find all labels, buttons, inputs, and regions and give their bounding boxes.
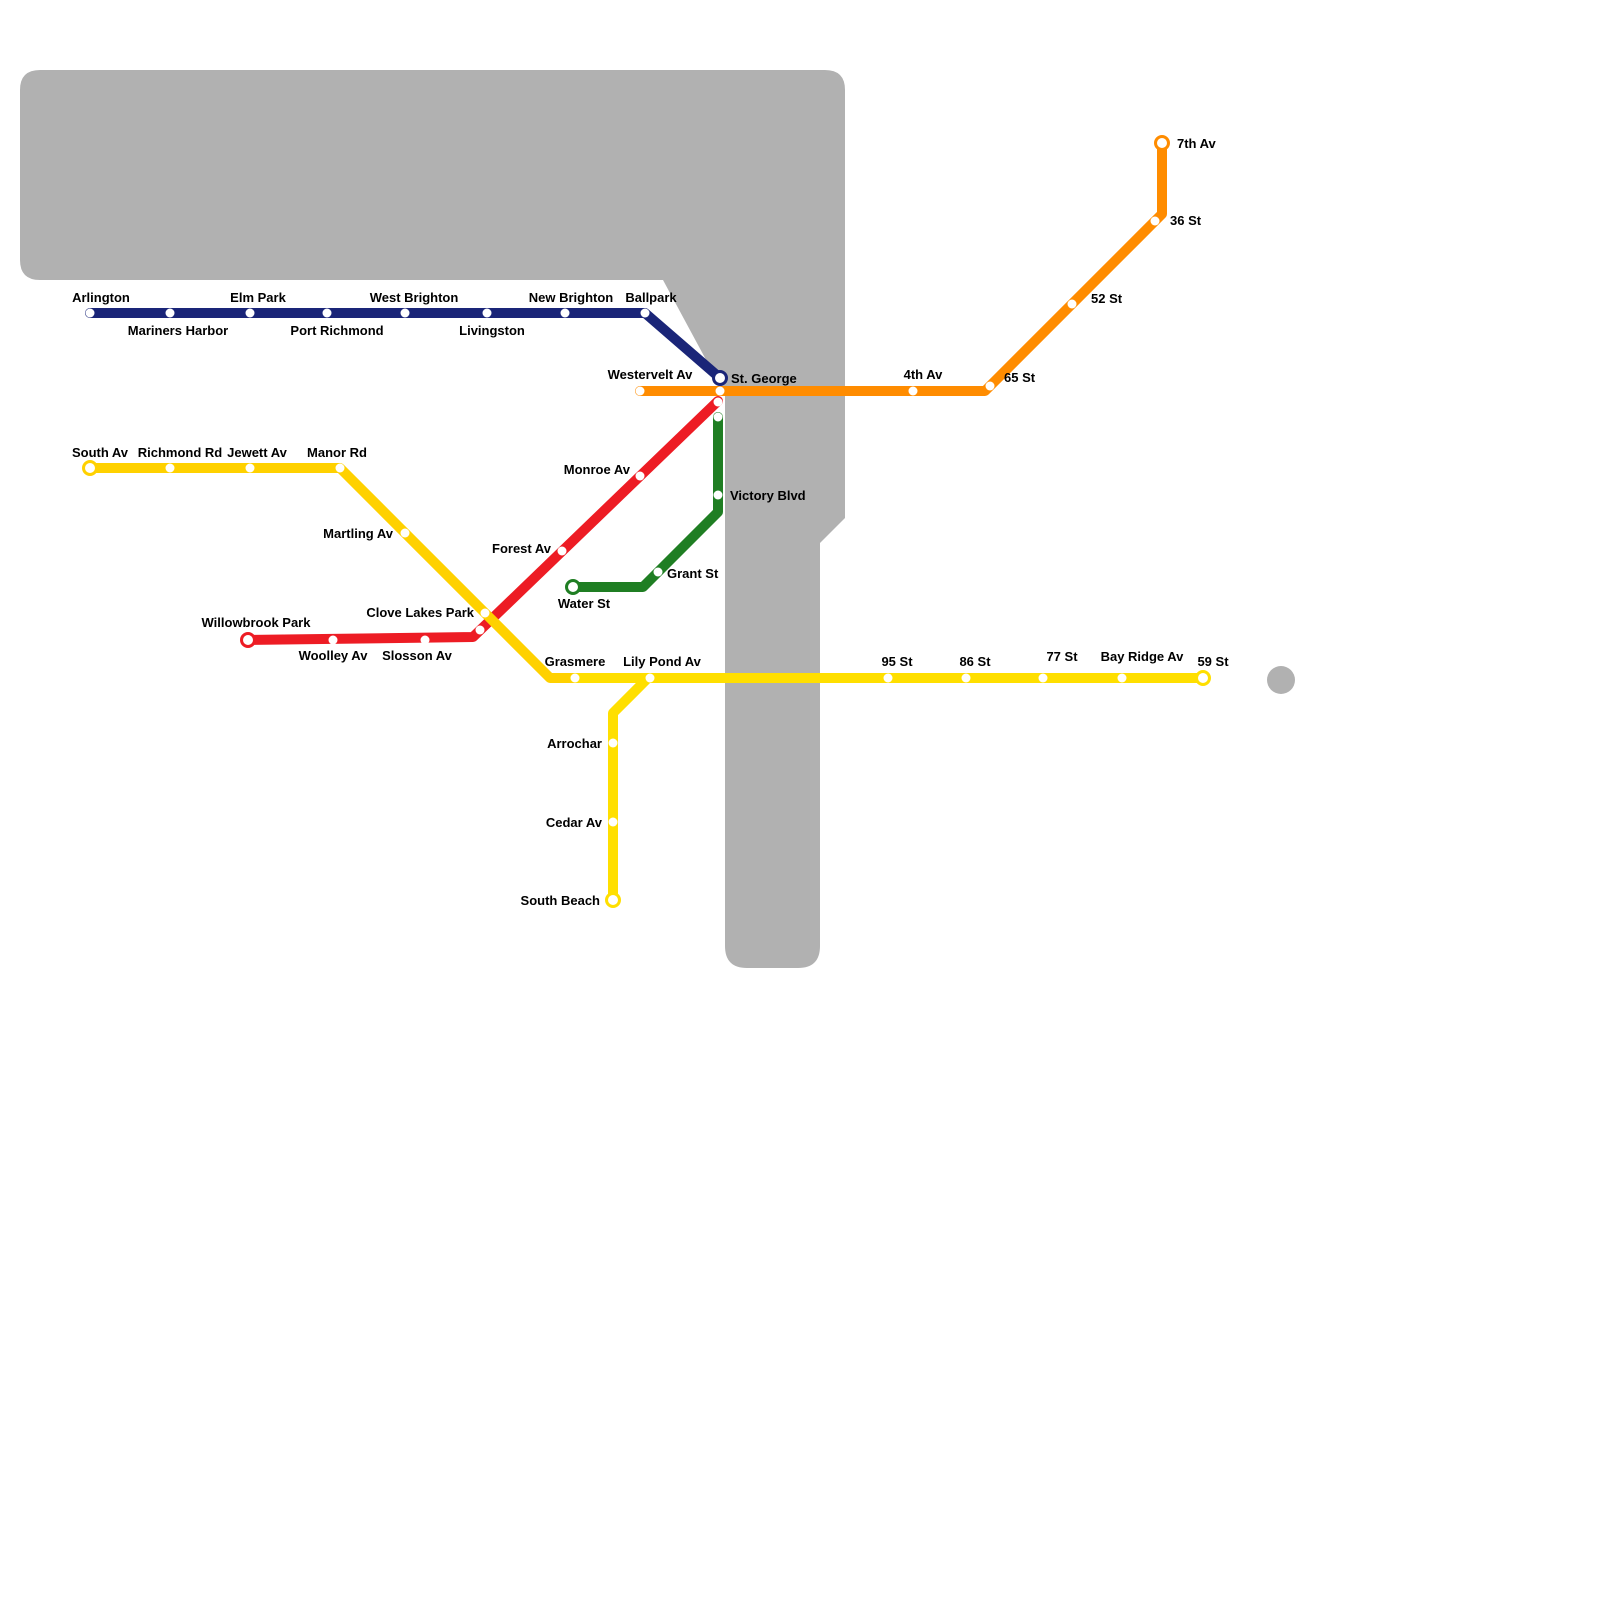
station-arlington <box>85 308 95 318</box>
transit-line-green <box>568 412 723 592</box>
station-label-st-george: St. George <box>731 371 797 386</box>
station-st-george-red <box>713 397 723 407</box>
station-willowbrook-park <box>240 632 256 648</box>
station-label-jewett-av: Jewett Av <box>227 445 287 460</box>
station-monroe-av <box>635 471 645 481</box>
station-arrochar <box>608 738 618 748</box>
station-new-brighton <box>560 308 570 318</box>
station-label-slosson-av: Slosson Av <box>382 648 453 663</box>
station-label-victory-blvd: Victory Blvd <box>730 488 806 503</box>
station-bay-ridge-av <box>1117 673 1127 683</box>
station-label-forest-av: Forest Av <box>492 541 552 556</box>
station-label-new-brighton: New Brighton <box>529 290 614 305</box>
station-mariners-harbor <box>165 308 175 318</box>
station-cedar-av <box>608 817 618 827</box>
transit-line-yellow-branch <box>608 673 653 905</box>
station-jewett-av <box>245 463 255 473</box>
station-label-west-brighton: West Brighton <box>370 290 459 305</box>
landmass-mainland <box>20 70 845 968</box>
station-st-george-green <box>713 412 723 422</box>
station-slosson-av <box>420 635 430 645</box>
station-livingston <box>482 308 492 318</box>
station-seventh-av <box>1154 135 1170 151</box>
transit-line-gold <box>85 463 583 683</box>
station-thirty-sixth-st <box>1150 216 1160 226</box>
station-label-mariners-harbor: Mariners Harbor <box>128 323 228 338</box>
station-label-ninety-fifth-st: 95 St <box>881 654 913 669</box>
station-fifty-ninth-st <box>1195 670 1211 686</box>
station-ballpark <box>640 308 650 318</box>
station-martling-av <box>400 528 410 538</box>
station-label-sixty-fifth-st: 65 St <box>1004 370 1036 385</box>
station-clove-lakes-red <box>475 625 485 635</box>
station-victory-blvd <box>713 490 723 500</box>
stations <box>82 135 1211 908</box>
station-grant-st <box>653 567 663 577</box>
station-sixty-fifth-st <box>985 381 995 391</box>
station-label-water-st: Water St <box>558 596 611 611</box>
station-st-george <box>712 370 728 386</box>
station-label-fourth-av: 4th Av <box>904 367 944 382</box>
station-elm-park <box>245 308 255 318</box>
station-label-thirty-sixth-st: 36 St <box>1170 213 1202 228</box>
station-label-eighty-sixth-st: 86 St <box>959 654 991 669</box>
station-west-brighton <box>400 308 410 318</box>
station-westervelt-av <box>635 386 645 396</box>
station-label-arrochar: Arrochar <box>547 736 602 751</box>
station-fourth-av <box>908 386 918 396</box>
station-lily-pond-av <box>645 673 655 683</box>
station-label-fifty-ninth-st: 59 St <box>1197 654 1229 669</box>
station-label-fifty-second-st: 52 St <box>1091 291 1123 306</box>
station-st-george-orange <box>715 386 725 396</box>
station-port-richmond <box>322 308 332 318</box>
station-grasmere <box>570 673 580 683</box>
station-forest-av <box>557 546 567 556</box>
station-label-grasmere: Grasmere <box>545 654 606 669</box>
station-label-lily-pond-av: Lily Pond Av <box>623 654 702 669</box>
station-label-richmond-rd: Richmond Rd <box>138 445 223 460</box>
station-label-bay-ridge-av: Bay Ridge Av <box>1101 649 1185 664</box>
station-ninety-fifth-st <box>883 673 893 683</box>
landmasses <box>20 70 1295 968</box>
landmass-islet <box>1267 666 1295 694</box>
station-label-cedar-av: Cedar Av <box>546 815 603 830</box>
station-label-clove-lakes-park: Clove Lakes Park <box>366 605 474 620</box>
station-south-beach <box>605 892 621 908</box>
station-label-ballpark: Ballpark <box>625 290 677 305</box>
transit-line-red <box>243 396 723 645</box>
station-clove-lakes-park <box>480 608 490 618</box>
station-label-seventy-seventh-st: 77 St <box>1046 649 1078 664</box>
station-woolley-av <box>328 635 338 645</box>
station-label-port-richmond: Port Richmond <box>290 323 383 338</box>
station-label-manor-rd: Manor Rd <box>307 445 367 460</box>
station-richmond-rd <box>165 463 175 473</box>
station-label-south-av: South Av <box>72 445 129 460</box>
station-label-arlington: Arlington <box>72 290 130 305</box>
station-eighty-sixth-st <box>961 673 971 683</box>
station-label-monroe-av: Monroe Av <box>564 462 631 477</box>
station-manor-rd <box>335 463 345 473</box>
station-water-st <box>565 579 581 595</box>
station-label-westervelt-av: Westervelt Av <box>608 367 694 382</box>
station-label-martling-av: Martling Av <box>323 526 394 541</box>
station-label-seventh-av: 7th Av <box>1177 136 1217 151</box>
station-fifty-second-st <box>1067 299 1077 309</box>
station-label-south-beach: South Beach <box>521 893 601 908</box>
station-label-grant-st: Grant St <box>667 566 719 581</box>
station-seventy-seventh-st <box>1038 673 1048 683</box>
station-label-livingston: Livingston <box>459 323 525 338</box>
station-label-willowbrook-park: Willowbrook Park <box>202 615 312 630</box>
station-label-woolley-av: Woolley Av <box>299 648 369 663</box>
station-south-av <box>82 460 98 476</box>
station-label-elm-park: Elm Park <box>230 290 286 305</box>
